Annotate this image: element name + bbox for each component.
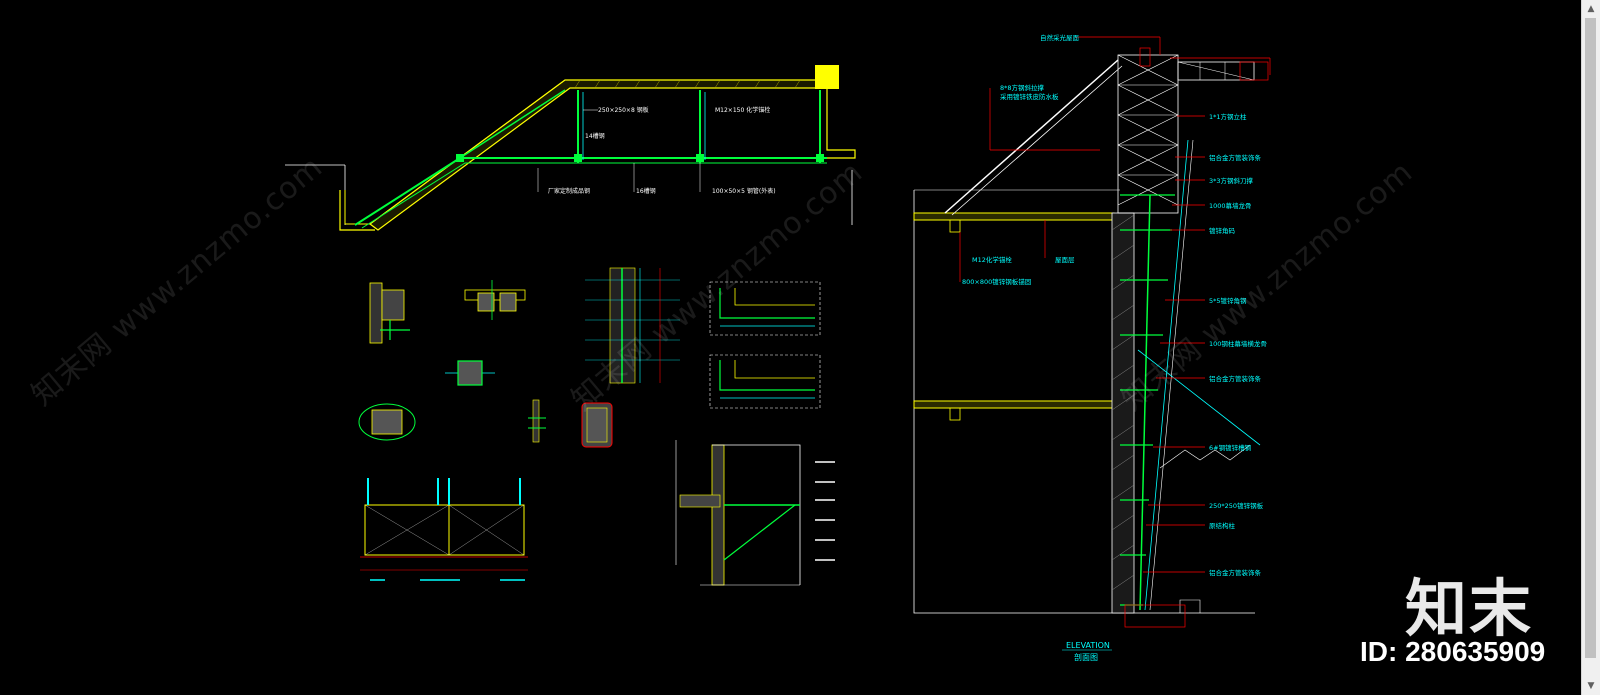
stair-section: 250×250×8 钢板 M12×150 化学锚栓 14槽钢 厂家定制成品钢 1…	[285, 65, 856, 231]
stair-label-bottom-1: 厂家定制成品钢	[548, 187, 590, 195]
callout-right-9: 6#钢镀锌槽钢	[1209, 443, 1252, 452]
callout-left-1: 8*8方钢斜拉撑	[1000, 83, 1045, 92]
detail-tanks	[360, 478, 528, 581]
detail-box-2	[709, 354, 821, 409]
detail-1	[369, 282, 410, 344]
callout-right-6: 5*5镀锌角钢	[1209, 296, 1247, 305]
callout-right-8: 铝合金方管装饰条	[1209, 374, 1262, 383]
callout-right-10: 250*250镀锌钢板	[1209, 501, 1264, 510]
detail-6	[581, 402, 613, 448]
image-id-label: ID: 280635909	[1360, 636, 1546, 667]
elevation-subtitle: 剖面图	[1074, 652, 1098, 662]
callout-left-3: M12化学锚栓	[972, 255, 1012, 264]
detail-3	[445, 360, 495, 386]
stair-label-top-2: M12×150 化学锚栓	[715, 106, 770, 114]
detail-7	[585, 267, 680, 384]
scroll-down-icon[interactable]: ▼	[1587, 681, 1595, 691]
scrollbar-thumb[interactable]	[1585, 18, 1596, 658]
stair-label-bottom-2: 16槽钢	[636, 187, 656, 195]
callout-right-1: 1*1方钢立柱	[1209, 112, 1247, 121]
callout-right-2: 铝合金方管装饰条	[1209, 153, 1262, 162]
detail-5	[528, 399, 546, 443]
elevation-title: ELEVATION	[1066, 641, 1110, 650]
callout-right-12: 铝合金方管装饰条	[1209, 568, 1262, 577]
callout-left-4: 800×800镀锌钢板锚固	[962, 277, 1031, 286]
detail-box-1	[709, 281, 821, 336]
callout-right-7: 100钢柱幕墙横龙骨	[1209, 339, 1267, 348]
detail-4	[358, 403, 416, 441]
detail-2	[464, 280, 526, 320]
vertical-scrollbar[interactable]: ▲ ▼	[1581, 0, 1600, 695]
callout-left-2: 采用镀锌铁皮防水板	[1000, 92, 1059, 101]
scroll-up-icon[interactable]: ▲	[1587, 4, 1595, 14]
detail-balcony	[675, 440, 835, 586]
callout-right-5: 镀锌角码	[1209, 226, 1236, 235]
callout-right-11: 原结构柱	[1209, 521, 1236, 530]
stair-label-top-1: 250×250×8 钢板	[598, 106, 649, 114]
callout-right-3: 3*3方钢斜刀撑	[1209, 176, 1254, 185]
elevation-section: 1*1方钢立柱 铝合金方管装饰条 3*3方钢斜刀撑 1000幕墙龙骨 镀锌角码 …	[913, 33, 1271, 662]
callout-left-5: 屋面层	[1055, 256, 1075, 264]
callout-top: 自然采光屋面	[1040, 33, 1080, 42]
callout-right-4: 1000幕墙龙骨	[1209, 201, 1252, 210]
stair-label-bottom-3: 100×50×5 钢管(外表)	[712, 187, 776, 195]
stair-label-mid: 14槽钢	[585, 132, 605, 140]
brand-logo: 知末	[1405, 572, 1534, 645]
